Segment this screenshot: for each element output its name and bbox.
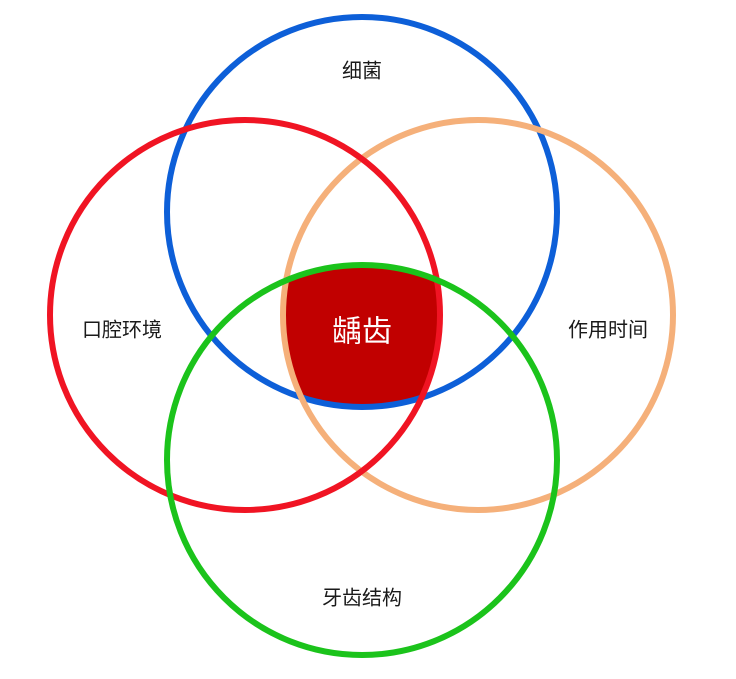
label-duration: 作用时间 (568, 318, 648, 342)
circle-duration (280, 117, 676, 513)
circle-oral-environment (47, 117, 443, 513)
circle-tooth-structure (164, 262, 560, 658)
label-oral-environment: 口腔环境 (82, 318, 162, 342)
label-tooth-structure: 牙齿结构 (322, 586, 402, 610)
circle-bacteria (164, 14, 560, 410)
label-bacteria: 细菌 (342, 59, 382, 83)
label-dental-caries: 龋齿 (332, 315, 392, 350)
